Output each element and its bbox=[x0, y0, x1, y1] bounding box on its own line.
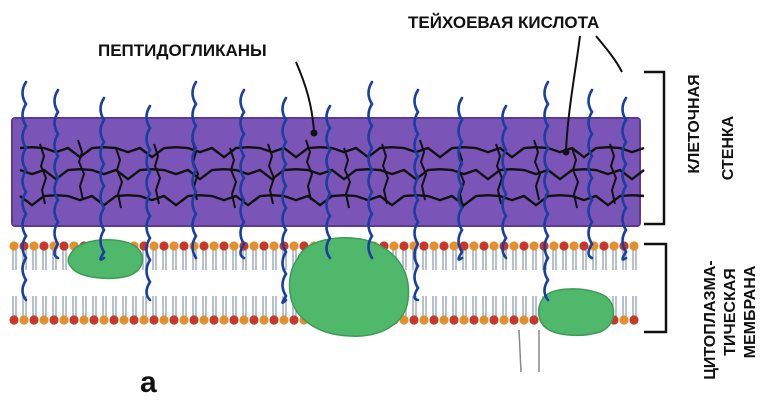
membrane-protein-left bbox=[68, 240, 142, 279]
lipid-head-top bbox=[249, 241, 258, 250]
bracket-cell-wall bbox=[644, 72, 664, 224]
lipid-head-top bbox=[219, 241, 228, 250]
lipid-head-bottom bbox=[439, 315, 448, 324]
lipid-head-bottom bbox=[39, 315, 48, 324]
lipid-head-bottom bbox=[159, 315, 168, 324]
lipid-head-bottom bbox=[189, 315, 198, 324]
lipid-head-bottom bbox=[269, 315, 278, 324]
panel-letter: а bbox=[140, 366, 157, 399]
lipid-head-top bbox=[59, 241, 68, 250]
lipid-head-top bbox=[479, 241, 488, 250]
lipid-head-top bbox=[149, 241, 158, 250]
lipid-head-bottom bbox=[629, 315, 638, 324]
lipid-head-top bbox=[439, 241, 448, 250]
pointer-teichoic-2 bbox=[596, 36, 622, 72]
lipid-head-top bbox=[559, 241, 568, 250]
membrane-protein-center bbox=[289, 238, 408, 336]
lipid-head-top bbox=[179, 241, 188, 250]
lipid-head-top bbox=[159, 241, 168, 250]
label-membrane-line3: МЕМБРАНА bbox=[742, 265, 759, 358]
lipid-head-bottom bbox=[459, 315, 468, 324]
lipid-head-top bbox=[509, 241, 518, 250]
tail-line-1 bbox=[519, 330, 521, 372]
lipid-head-top bbox=[259, 241, 268, 250]
lipid-head-bottom bbox=[49, 315, 58, 324]
lipid-head-bottom bbox=[169, 315, 178, 324]
lipid-head-bottom bbox=[619, 315, 628, 324]
lipid-head-top bbox=[209, 241, 218, 250]
label-peptidoglycans: ПЕПТИДОГЛИКАНЫ bbox=[98, 41, 267, 60]
lipid-head-bottom bbox=[119, 315, 128, 324]
lipid-head-bottom bbox=[199, 315, 208, 324]
lipid-head-bottom bbox=[129, 315, 138, 324]
pointer-peptidoglycans-dot bbox=[311, 130, 318, 137]
label-membrane-line1: ЦИТОПЛАЗМА- bbox=[702, 260, 719, 380]
lipid-head-top bbox=[199, 241, 208, 250]
lipid-head-bottom bbox=[69, 315, 78, 324]
lipid-head-bottom bbox=[89, 315, 98, 324]
lipid-head-bottom bbox=[9, 315, 18, 324]
lipid-head-top bbox=[9, 241, 18, 250]
lipid-head-top bbox=[489, 241, 498, 250]
lipid-head-bottom bbox=[419, 315, 428, 324]
lipid-head-bottom bbox=[489, 315, 498, 324]
lipid-head-bottom bbox=[19, 315, 28, 324]
lipid-head-top bbox=[469, 241, 478, 250]
lipid-head-bottom bbox=[59, 315, 68, 324]
lipid-head-bottom bbox=[109, 315, 118, 324]
lipid-head-bottom bbox=[279, 315, 288, 324]
lipid-head-top bbox=[29, 241, 38, 250]
lipid-head-bottom bbox=[499, 315, 508, 324]
lipid-head-top bbox=[529, 241, 538, 250]
lipid-head-bottom bbox=[79, 315, 88, 324]
lipid-head-bottom bbox=[429, 315, 438, 324]
lipid-head-bottom bbox=[529, 315, 538, 324]
lipid-head-bottom bbox=[219, 315, 228, 324]
lipid-head-top bbox=[549, 241, 558, 250]
lipid-head-top bbox=[449, 241, 458, 250]
label-cell-wall-line1: КЛЕТОЧНАЯ bbox=[686, 74, 703, 173]
lipid-head-top bbox=[579, 241, 588, 250]
lipid-head-top bbox=[429, 241, 438, 250]
lipid-head-top bbox=[629, 241, 638, 250]
lipid-head-bottom bbox=[479, 315, 488, 324]
lipid-head-top bbox=[229, 241, 238, 250]
lipid-head-bottom bbox=[259, 315, 268, 324]
lipid-head-top bbox=[269, 241, 278, 250]
lipid-head-bottom bbox=[249, 315, 258, 324]
membrane-protein-right bbox=[539, 289, 614, 335]
lipid-head-bottom bbox=[209, 315, 218, 324]
lipid-head-top bbox=[289, 241, 298, 250]
bracket-membrane bbox=[644, 244, 666, 332]
lipid-head-bottom bbox=[139, 315, 148, 324]
lipid-head-top bbox=[569, 241, 578, 250]
pointer-teichoic-1-dot bbox=[563, 149, 570, 156]
lipid-head-top bbox=[39, 241, 48, 250]
lipid-head-bottom bbox=[239, 315, 248, 324]
lipid-head-bottom bbox=[99, 315, 108, 324]
lipid-head-bottom bbox=[29, 315, 38, 324]
label-teichoic-acid: ТЕЙХОЕВАЯ КИСЛОТА bbox=[408, 13, 599, 32]
lipid-head-top bbox=[169, 241, 178, 250]
lipid-head-bottom bbox=[409, 315, 418, 324]
lipid-head-bottom bbox=[229, 315, 238, 324]
label-membrane-line2: ТИЧЕСКАЯ bbox=[722, 268, 739, 356]
lipid-head-top bbox=[609, 241, 618, 250]
lipid-head-bottom bbox=[469, 315, 478, 324]
lipid-head-top bbox=[399, 241, 408, 250]
lipid-head-bottom bbox=[179, 315, 188, 324]
lipid-head-bottom bbox=[149, 315, 158, 324]
label-cell-wall-line2: СТЕНКА bbox=[720, 115, 737, 180]
lipid-head-top bbox=[599, 241, 608, 250]
lipid-head-bottom bbox=[519, 315, 528, 324]
lipid-head-bottom bbox=[289, 315, 298, 324]
lipid-head-bottom bbox=[449, 315, 458, 324]
lipid-head-top bbox=[519, 241, 528, 250]
lipid-head-top bbox=[419, 241, 428, 250]
lipid-head-top bbox=[389, 241, 398, 250]
lipid-head-bottom bbox=[509, 315, 518, 324]
